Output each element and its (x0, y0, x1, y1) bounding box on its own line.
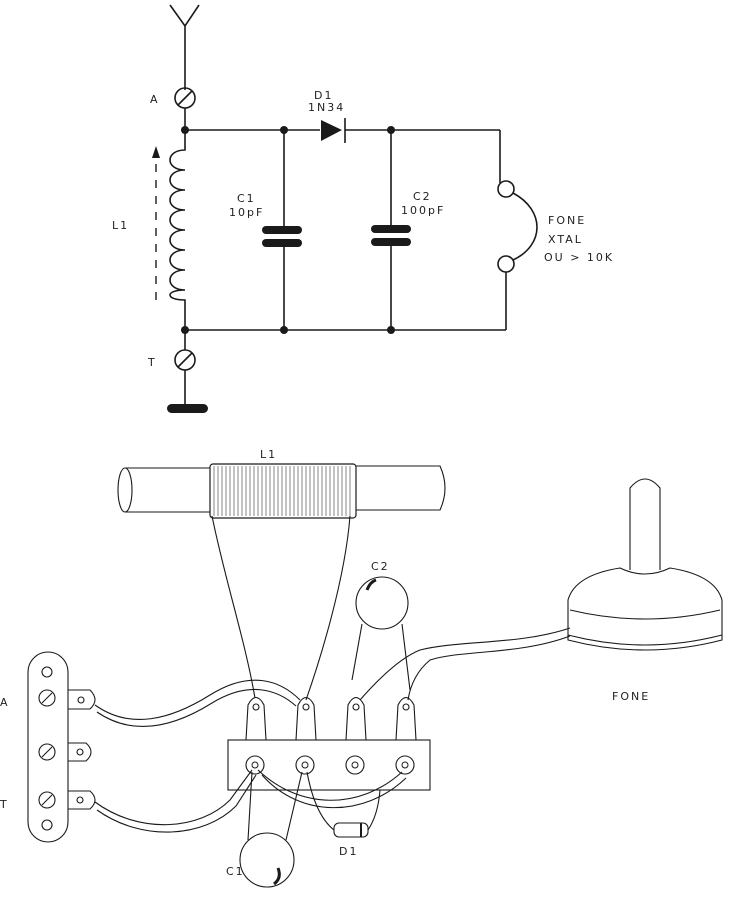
pictorial-diode-label: D1 (339, 845, 358, 858)
terminal-board (227, 696, 431, 791)
coil-label: L1 (112, 219, 129, 232)
tuning-arrow (152, 146, 160, 300)
schematic: A D1 1N34 L1 C1 1 (112, 4, 614, 413)
phone-symbol (497, 180, 538, 330)
capacitor-c1-drawing (239, 771, 303, 888)
coil-symbol (169, 130, 186, 330)
c1-ref-label: C1 (237, 192, 256, 205)
diode-drawing (306, 771, 381, 838)
c1-value-label: 10pF (229, 206, 264, 219)
junction-dot (387, 326, 395, 334)
capacitor-c1-symbol (262, 130, 302, 330)
terminal-a-symbol (174, 87, 196, 109)
pictorial-phone-label: FONE (612, 690, 650, 703)
diode-ref-label: D1 (314, 89, 333, 102)
phone-label-line3: OU > 10K (544, 251, 614, 264)
ferrite-rod-coil (117, 463, 446, 519)
terminal-a-label: A (150, 93, 160, 106)
c2-ref-label: C2 (413, 190, 432, 203)
pictorial-terminal-t-label: T (0, 798, 9, 811)
ground-symbol (167, 404, 208, 413)
pictorial-coil-label: L1 (260, 448, 277, 461)
crystal-earphone-drawing (567, 478, 723, 651)
phone-label-line2: XTAL (548, 233, 583, 246)
pictorial: L1 (0, 448, 723, 888)
pictorial-c1-label: C1 (226, 865, 245, 878)
phone-label-line1: FONE (548, 214, 586, 227)
diode-symbol (321, 118, 346, 143)
junction-dot (280, 326, 288, 334)
terminal-t-symbol (174, 349, 196, 371)
capacitor-c2-drawing (351, 576, 411, 691)
diode-part-label: 1N34 (308, 101, 345, 114)
pictorial-terminal-a-label: A (0, 696, 10, 709)
terminal-t-label: T (147, 356, 157, 369)
c2-value-label: 100pF (401, 204, 445, 217)
capacitor-c2-symbol (371, 130, 411, 330)
antenna-ground-terminal-block (27, 651, 96, 843)
pictorial-c2-label: C2 (371, 560, 390, 573)
antenna-symbol (169, 4, 200, 90)
